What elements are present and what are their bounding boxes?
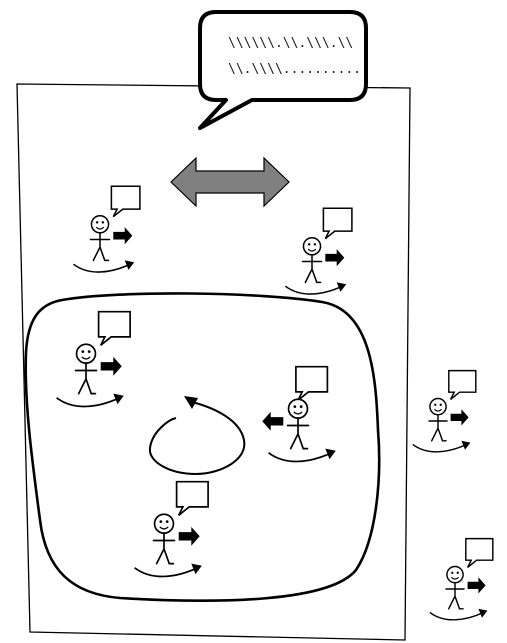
figure-head [155, 514, 174, 533]
figure-body [446, 583, 464, 609]
figure-eye [293, 405, 296, 408]
figure-head [77, 344, 96, 363]
figure-eye [314, 243, 316, 245]
arrow-right-icon [113, 227, 132, 244]
figure-speech-box [296, 367, 328, 401]
movement-curve [413, 444, 467, 451]
figure-body [76, 363, 97, 393]
movement-arrowhead [478, 609, 487, 618]
movement-arrowhead [337, 282, 347, 292]
figure-eye [81, 350, 84, 353]
figure-speech-box [99, 312, 130, 346]
arrow-right-icon [468, 577, 486, 593]
figure-head [447, 567, 463, 583]
figure-eye [308, 243, 310, 245]
figure-speech-box [111, 186, 140, 216]
arrow-right-icon [325, 249, 344, 266]
movement-curve [269, 453, 332, 462]
figure-eye [434, 404, 436, 406]
figure-eye [159, 520, 162, 523]
figure-eye [440, 404, 442, 406]
arrow-right-icon [179, 527, 200, 546]
speech-bubble-line-2: \\.\\\\.......... [228, 62, 361, 77]
figure-body [429, 415, 447, 441]
figure-head [289, 399, 308, 418]
movement-curve [135, 568, 198, 577]
arrow-right-icon [451, 409, 469, 425]
double-arrow [171, 158, 289, 206]
figure-head [430, 399, 446, 415]
figure-body [288, 418, 309, 448]
figure-inner-bottom [135, 482, 208, 577]
figure-body [154, 533, 175, 563]
figure-head [91, 216, 108, 233]
arrow-right-icon [101, 357, 122, 376]
figure-top-right [285, 208, 352, 294]
movement-curve [285, 286, 342, 294]
figure-body [91, 233, 110, 261]
figure-eye [451, 572, 453, 574]
figure-inner-right [262, 367, 336, 462]
figure-eye [300, 405, 303, 408]
figure-outside-right [413, 371, 476, 452]
figure-eye [88, 350, 91, 353]
arrow-left-icon [262, 412, 283, 431]
figure-speech-box [449, 371, 476, 400]
movement-arrowhead [125, 260, 134, 270]
cycle-arrow [150, 396, 245, 474]
figure-speech-box [466, 539, 493, 568]
movement-arrowhead [325, 449, 336, 460]
figure-eye [457, 572, 459, 574]
figure-eye [96, 221, 98, 223]
figure-head [303, 238, 320, 255]
inner-region [26, 293, 379, 600]
figure-speech-box [323, 208, 352, 238]
figure-inner-top-left [57, 312, 130, 407]
outer-frame [17, 84, 410, 640]
speech-bubble-line-1: \\\\\\.\\.\\\.\\ [228, 36, 353, 51]
figure-top-left [73, 186, 140, 272]
figure-eye [102, 221, 104, 223]
figure-eye [166, 520, 169, 523]
figure-body [303, 255, 322, 283]
movement-curve [73, 264, 130, 272]
movement-curve [57, 398, 120, 407]
movement-arrowhead [461, 441, 470, 450]
movement-curve [430, 612, 484, 619]
figure-outside-bottom-right [430, 539, 493, 620]
figure-speech-box [177, 482, 208, 516]
movement-arrowhead [113, 394, 124, 405]
movement-arrowhead [191, 564, 202, 575]
